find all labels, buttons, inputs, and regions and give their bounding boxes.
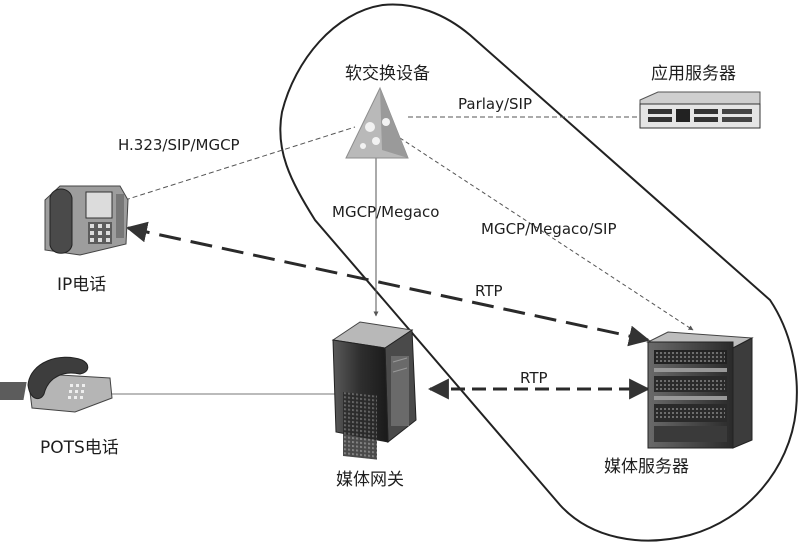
- media-server-label: 媒体服务器: [604, 457, 689, 477]
- parlay-sip-label: Parlay/SIP: [458, 95, 533, 113]
- mgcp-megaco-label: MGCP/Megaco: [332, 203, 440, 221]
- ip-phone-icon: [44, 185, 129, 256]
- media-gateway-label: 媒体网关: [336, 470, 404, 490]
- pots-phone-label: POTS电话: [40, 438, 119, 458]
- mgcp-megaco-sip-label: MGCP/Megaco/SIP: [481, 220, 617, 238]
- h323-sip-mgcp-label: H.323/SIP/MGCP: [118, 136, 240, 154]
- ip-phone-label: IP电话: [57, 275, 107, 295]
- application-server-label: 应用服务器: [651, 64, 736, 84]
- media-server-icon: [646, 331, 754, 449]
- rtp-upper-label: RTP: [475, 282, 503, 300]
- softswitch-domain-boundary: [279, 3, 798, 542]
- application-server-icon: [639, 91, 761, 129]
- media-gateway-icon: [331, 321, 417, 460]
- pots-phone-icon: [0, 356, 113, 413]
- softswitch-label: 软交换设备: [345, 64, 430, 84]
- link-h323-line: [124, 126, 356, 201]
- rtp-lower-label: RTP: [520, 369, 548, 387]
- link-rtp-upper-line: [125, 221, 651, 347]
- softswitch-icon: [345, 86, 409, 159]
